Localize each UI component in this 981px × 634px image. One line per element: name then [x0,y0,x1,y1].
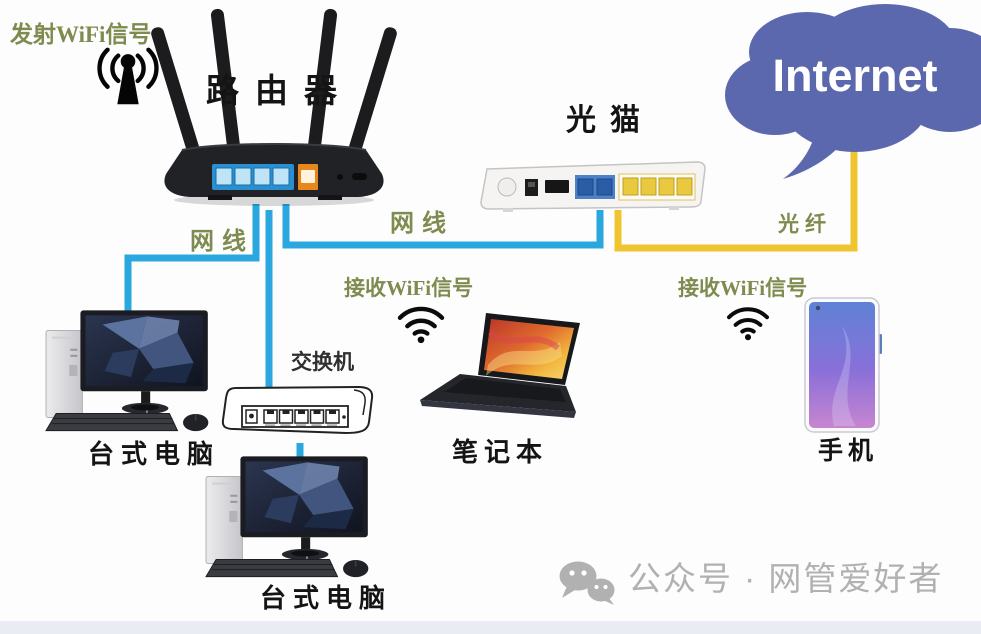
phone-illustration [804,297,882,433]
footer-strip [0,621,981,634]
watermark-text: 公众号 · 网管爱好者 [628,560,944,597]
ethernet-label-left: 网线 [190,229,254,255]
receive-wifi-label-phone: 接收WiFi信号 [678,276,808,300]
ethernet-router-to-desktop [124,204,260,314]
wifi-icon-phone [727,307,769,341]
laptop-label: 笔记本 [452,438,549,467]
desktop-illustration-top [45,309,210,432]
router-label: 路由器 [206,74,353,110]
internet-label: Internet [772,50,938,101]
router-illustration [151,8,397,206]
wifi-icon-laptop [397,306,445,344]
desktop-bottom-label: 台式电脑 [260,584,393,613]
fiber-modem-to-internet [614,148,858,252]
receive-wifi-label-laptop: 接收WiFi信号 [344,276,474,300]
fiber-label: 光纤 [778,212,832,236]
phone-label: 手机 [818,438,879,465]
ethernet-label-middle: 网线 [390,211,454,237]
wechat-bubbles-icon [559,561,615,605]
modem-illustration [480,161,706,212]
desktop-top-label: 台式电脑 [88,440,221,469]
internet-cloud [725,4,981,179]
wifi-broadcast-antenna-icon [97,47,159,105]
transmit-wifi-label: 发射WiFi信号 [10,22,152,47]
laptop-illustration [420,313,580,418]
switch-illustration [221,385,374,435]
modem-label: 光猫 [566,104,654,137]
ethernet-router-to-modem [282,204,604,249]
switch-label: 交换机 [291,351,354,374]
desktop-illustration-bottom [205,455,370,578]
